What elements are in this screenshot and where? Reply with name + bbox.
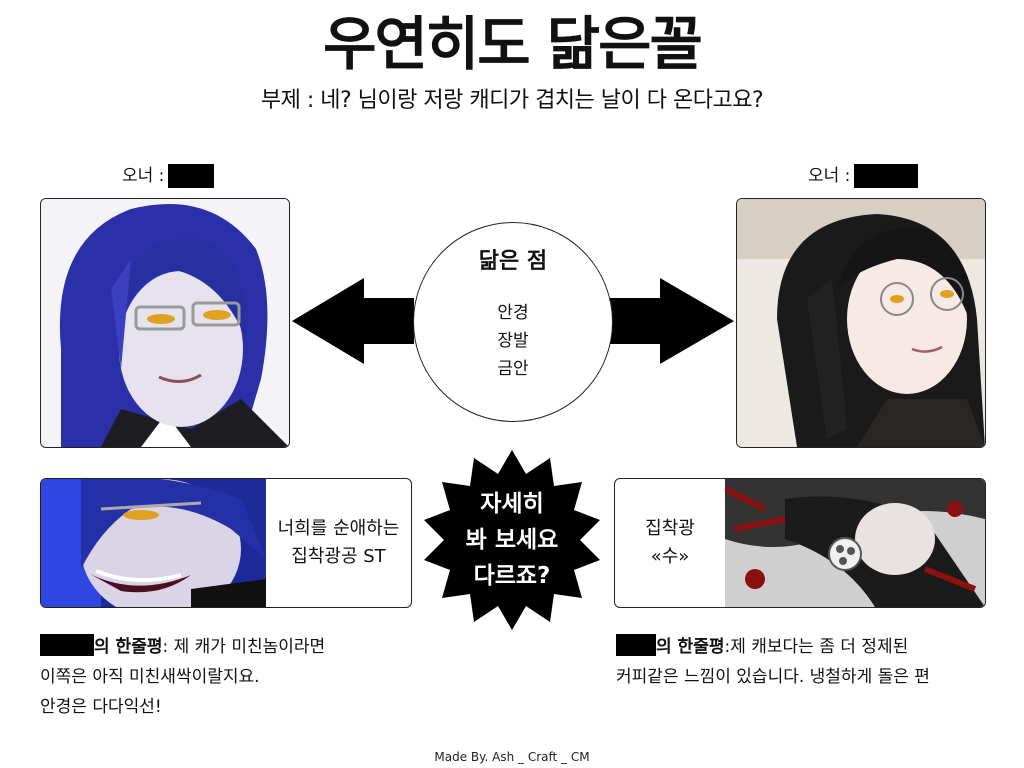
right-review-first-line: 의 한줄평:제 캐보다는 좀 더 정제된 <box>616 632 930 662</box>
burst-line: 봐 보세요 <box>465 527 559 553</box>
footer-credit: Made By. Ash _ Craft _ CM <box>434 750 590 764</box>
similarity-list: 안경 장발 금안 <box>414 299 612 383</box>
similarity-heading: 닮은 점 <box>478 249 548 274</box>
right-review-line: 커피같은 느낌이 있습니다. 냉철하게 돌은 편 <box>616 667 930 687</box>
right-review-text: :제 캐보다는 좀 더 정제된 <box>724 637 909 657</box>
left-description-text: 너희를 순애하는 집착광공 ST <box>266 479 411 607</box>
right-portrait-art <box>737 199 985 447</box>
left-review: 의 한줄평: 제 캐가 미친놈이라면 이쪽은 아직 미친새싹이랄지요. 안경은 … <box>40 632 325 722</box>
left-portrait-art <box>41 199 289 447</box>
page-subtitle: 부제 : 네? 님이랑 저랑 캐디가 겹치는 날이 다 온다고요? <box>260 88 764 113</box>
right-reviewer-redaction <box>616 634 656 656</box>
right-closeup-art <box>725 479 985 607</box>
similarity-item: 금안 <box>497 359 529 379</box>
left-owner: 오너 : <box>122 164 215 188</box>
left-owner-redaction <box>168 164 215 188</box>
similarity-item: 장발 <box>497 331 529 351</box>
right-description-text: 집착광 «수» <box>615 479 725 607</box>
similarity-circle: 닮은 점 안경 장발 금안 <box>413 222 613 422</box>
arrow-left-icon <box>292 278 414 364</box>
arrow-right-icon <box>610 278 734 364</box>
left-description-line: 너희를 순애하는 <box>277 518 400 539</box>
left-review-first-line: 의 한줄평: 제 캐가 미친놈이라면 <box>40 632 325 662</box>
left-review-line: 안경은 다다익선! <box>40 697 162 717</box>
right-review-label: 의 한줄평 <box>656 637 725 657</box>
speech-burst-text: 자세히 봐 보세요 다르죠? <box>420 486 604 594</box>
left-review-text: : 제 캐가 미친놈이라면 <box>162 637 326 657</box>
left-character-portrait <box>40 198 290 448</box>
left-description-line: 집착광공 ST <box>291 546 386 567</box>
right-description-line: 집착광 <box>645 518 695 539</box>
burst-line: 자세히 <box>480 491 544 517</box>
similarity-item: 안경 <box>497 303 529 323</box>
left-reviewer-redaction <box>40 634 94 656</box>
page-title: 우연히도 닮은꼴 <box>323 10 703 78</box>
right-owner-label: 오너 : <box>808 166 851 186</box>
left-review-line: 이쪽은 아직 미친새싹이랄지요. <box>40 667 260 687</box>
left-closeup-art <box>41 479 266 607</box>
speech-burst-shape <box>424 450 600 630</box>
right-description-box: 집착광 «수» <box>614 478 986 608</box>
right-review: 의 한줄평:제 캐보다는 좀 더 정제된 커피같은 느낌이 있습니다. 냉철하게… <box>616 632 930 692</box>
right-owner-redaction <box>854 164 919 188</box>
left-owner-label: 오너 : <box>122 166 165 186</box>
left-review-label: 의 한줄평 <box>94 637 163 657</box>
right-character-portrait <box>736 198 986 448</box>
burst-line: 다르죠? <box>473 563 551 589</box>
right-owner: 오너 : <box>808 164 919 188</box>
left-description-box: 너희를 순애하는 집착광공 ST <box>40 478 412 608</box>
right-description-line: «수» <box>650 546 690 567</box>
